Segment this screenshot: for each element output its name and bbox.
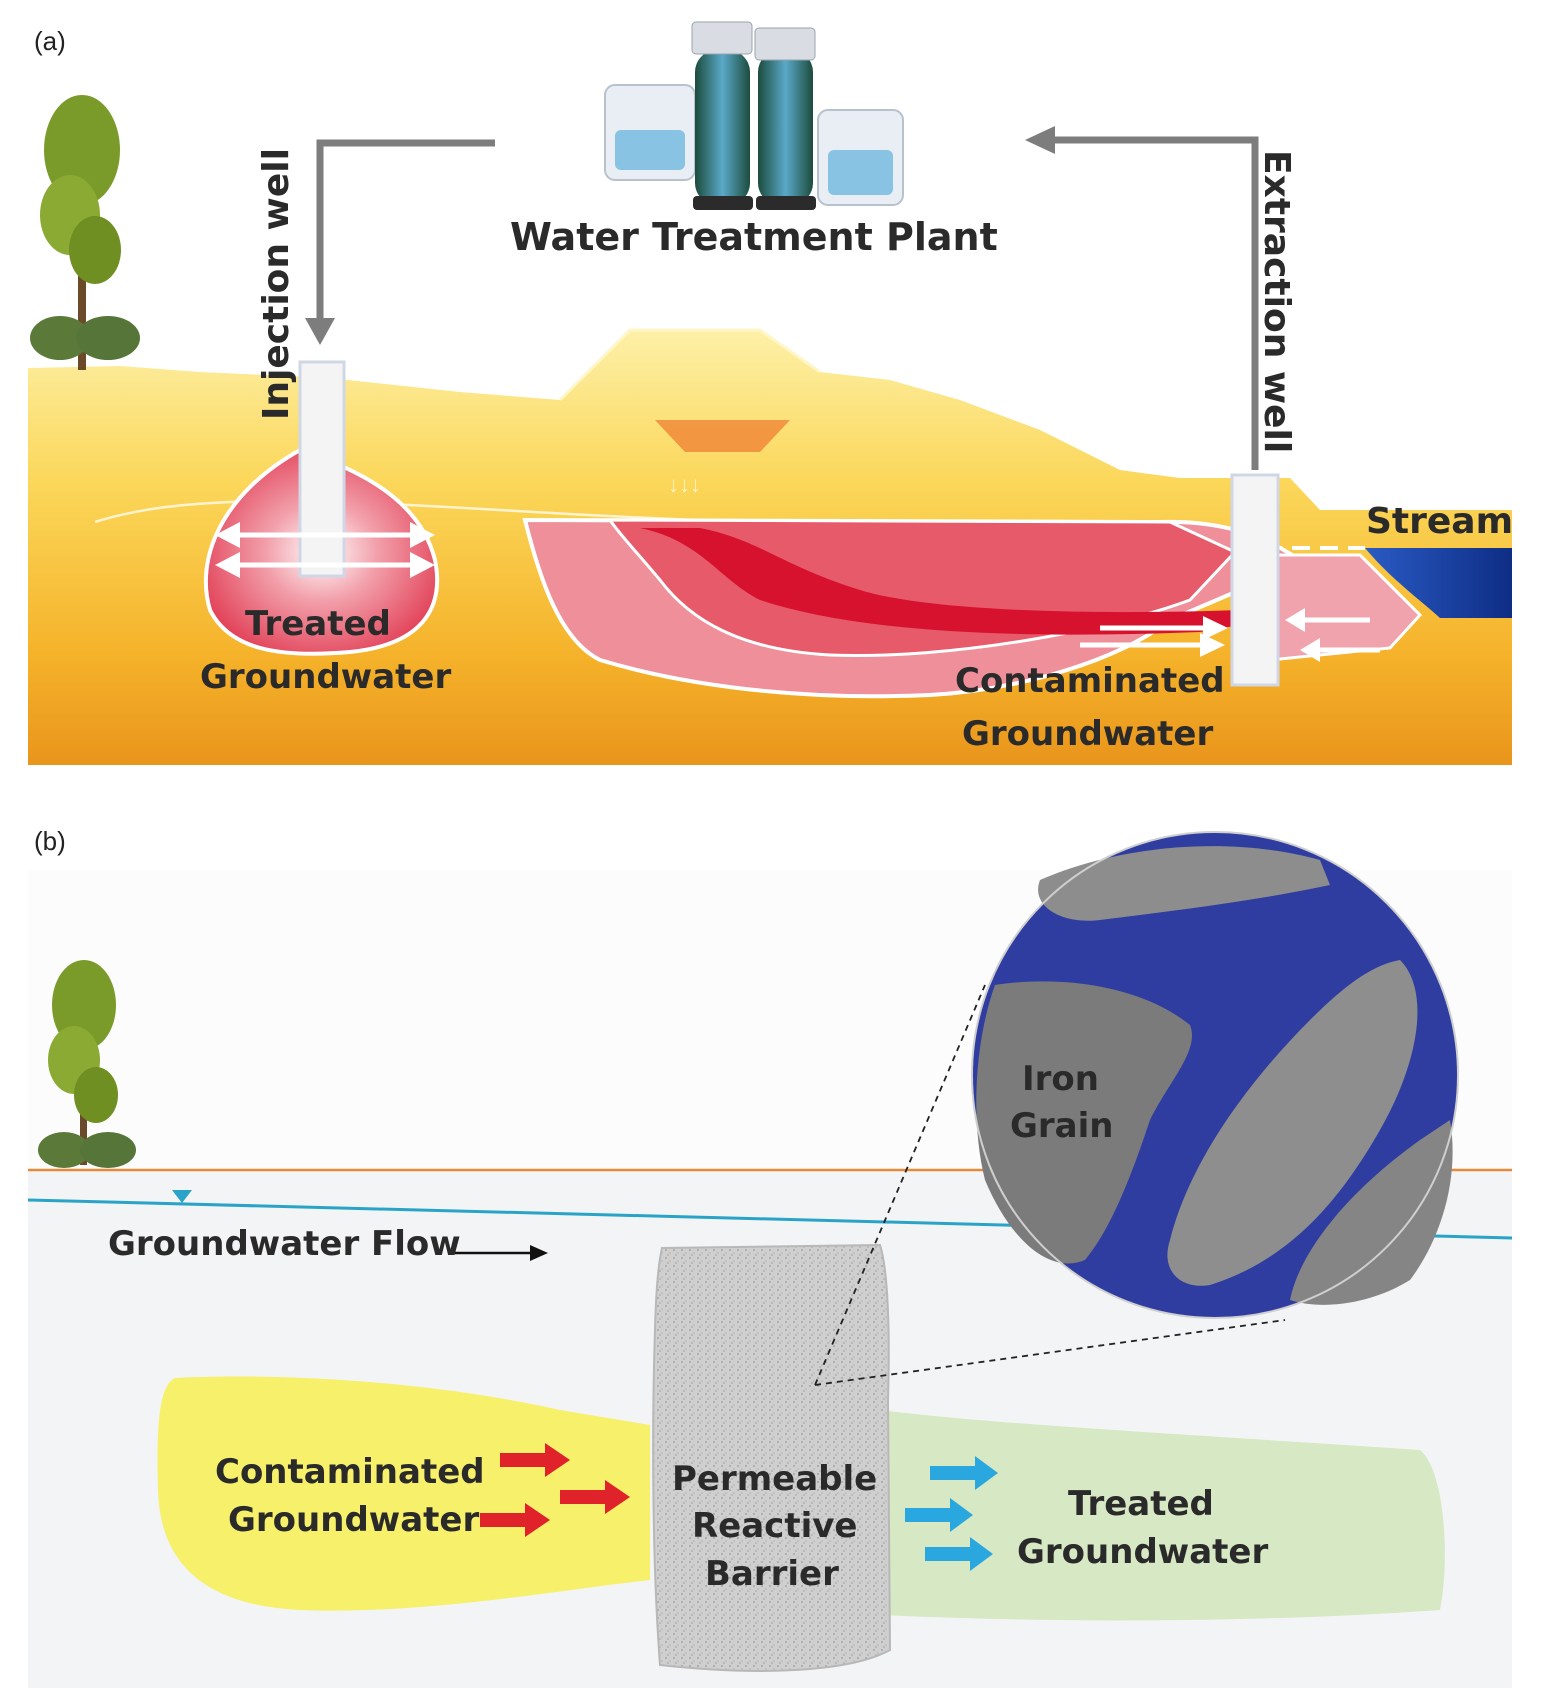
pit-marks: ↓↓↓ [668, 472, 701, 497]
groundwater-flow-arrowhead [530, 1245, 548, 1261]
contaminated-plume-core [640, 528, 1240, 635]
plant-label: Water Treatment Plant [510, 215, 998, 259]
stream-label: Stream [1366, 501, 1513, 542]
extraction-pipe-arrowhead [1025, 126, 1055, 154]
pb-treated-line1: Treated [1068, 1484, 1214, 1524]
stream-water [1365, 548, 1512, 618]
permeable-reactive-barrier [652, 1243, 892, 1672]
contaminated-zone [157, 1376, 650, 1611]
pit [655, 420, 790, 452]
panel-b-label: (b) [34, 826, 66, 856]
iron-label-line2: Grain [1010, 1106, 1113, 1146]
pb-contaminated-line1: Contaminated [215, 1452, 485, 1492]
mound-outline [558, 328, 821, 402]
barrier-label-line3: Barrier [705, 1554, 839, 1594]
pb-contaminated-line2: Groundwater [228, 1500, 479, 1540]
magnifier-line-lower [814, 1319, 1286, 1386]
panel-a-label: (a) [34, 26, 66, 56]
groundwater-flow-label: Groundwater Flow [108, 1224, 461, 1264]
iron-label-line1: Iron [1022, 1059, 1099, 1099]
tree-icon [30, 95, 140, 370]
treated-label-line2: Groundwater [200, 657, 451, 697]
extraction-arrowheads [1200, 608, 1320, 662]
iron-grain-magnifier [971, 831, 1459, 1319]
extraction-well-label: Extraction well [1256, 150, 1297, 453]
water-treatment-plant-icon [604, 21, 904, 210]
contaminated-label-line1: Contaminated [955, 661, 1225, 701]
injection-arrowheads [215, 522, 435, 578]
contaminated-label-line2: Groundwater [962, 714, 1213, 754]
barrier-label-line1: Permeable [672, 1459, 877, 1499]
extraction-pipe [1050, 136, 1259, 470]
extraction-arrows [1080, 617, 1380, 653]
injection-well [298, 360, 346, 578]
extraction-well [1230, 473, 1280, 687]
barrier-label-line2: Reactive [692, 1506, 857, 1546]
treated-label-line1: Treated [245, 604, 391, 644]
tree-icon-b [38, 960, 136, 1168]
pb-treated-line2: Groundwater [1017, 1532, 1268, 1572]
treated-flow-arrows [905, 1456, 998, 1571]
injection-pipe-arrowhead [305, 318, 335, 345]
injection-pipe [316, 139, 495, 335]
contaminated-flow-arrows [480, 1443, 630, 1537]
injection-well-label: Injection well [256, 148, 297, 420]
water-table-icon [172, 1190, 192, 1203]
treated-zone [880, 1410, 1445, 1621]
injection-arrows [230, 532, 420, 568]
